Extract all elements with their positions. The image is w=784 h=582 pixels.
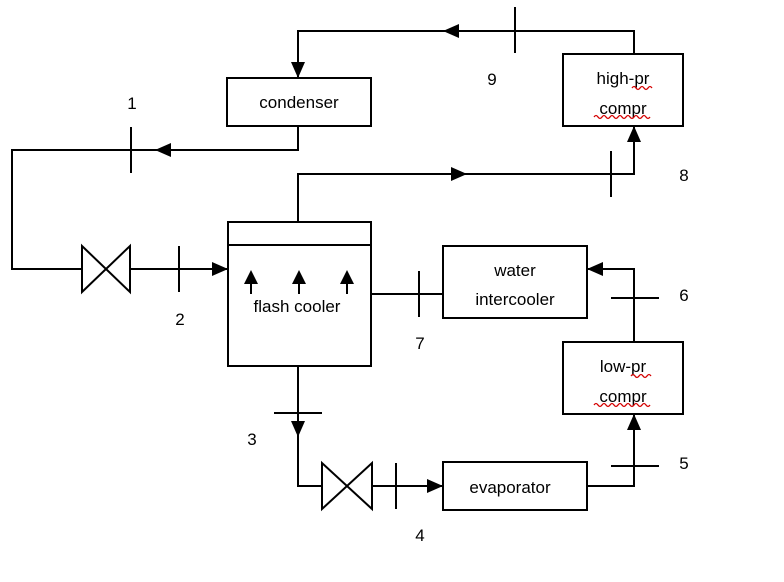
arrow-down-liquid-outlet — [291, 421, 305, 437]
expansion-valve-1-icon — [81, 243, 131, 295]
arrow-up-lowpr-inlet — [627, 414, 641, 430]
condenser-label: condenser — [259, 93, 339, 112]
state-point-2: 2 — [175, 310, 184, 329]
state-point-1: 1 — [127, 94, 136, 113]
high-pr-compressor-label-line2: compr — [599, 99, 647, 118]
condenser-box — [226, 77, 372, 127]
arrow-up-highpr-inlet — [627, 126, 641, 142]
water-intercooler-label-line1: water — [493, 261, 536, 280]
state-point-6: 6 — [679, 286, 688, 305]
spellcheck-squiggle-3 — [630, 373, 652, 379]
expansion-valve-2-icon — [321, 460, 373, 512]
arrow-left-condenser-outlet — [155, 143, 171, 157]
arrow-left-intercooler-inlet — [587, 262, 603, 276]
arrow-left-top — [443, 24, 459, 38]
flash-cooler-label: flash cooler — [254, 297, 341, 316]
state-point-7: 7 — [415, 334, 424, 353]
line-condenser-outlet — [11, 126, 299, 270]
spellcheck-squiggle-2 — [593, 114, 651, 120]
state-point-9: 9 — [487, 70, 496, 89]
line-compressor-to-condenser — [297, 30, 635, 78]
state-point-8: 8 — [679, 166, 688, 185]
arrow-right-vapour-line — [451, 167, 467, 181]
high-pr-compressor-box — [562, 53, 684, 127]
arrow-down-condenser — [291, 62, 305, 78]
evaporator-label: evaporator — [469, 478, 551, 497]
low-pr-compressor-label-line1: low-pr — [600, 357, 647, 376]
state-point-4: 4 — [415, 526, 424, 545]
evaporator-box — [442, 461, 588, 511]
state-point-5: 5 — [679, 454, 688, 473]
flash-cooler-inner-arrows — [244, 270, 354, 294]
line-flash-liquid-outlet — [297, 366, 322, 487]
low-pr-compressor-label-line2: compr — [599, 387, 647, 406]
spellcheck-squiggle-1 — [631, 85, 653, 91]
water-intercooler-label-line2: intercooler — [475, 290, 555, 309]
low-pr-compressor-box — [562, 341, 684, 415]
arrow-right-flash-inlet — [212, 262, 228, 276]
arrow-right-evaporator-inlet — [427, 479, 443, 493]
line-lowpr-to-intercooler — [587, 268, 635, 342]
high-pr-compressor-label-line1: high-pr — [597, 69, 650, 88]
line-evaporator-to-lowpr — [587, 414, 635, 487]
state-point-3: 3 — [247, 430, 256, 449]
water-intercooler-box — [442, 245, 588, 319]
spellcheck-squiggle-4 — [593, 402, 651, 408]
